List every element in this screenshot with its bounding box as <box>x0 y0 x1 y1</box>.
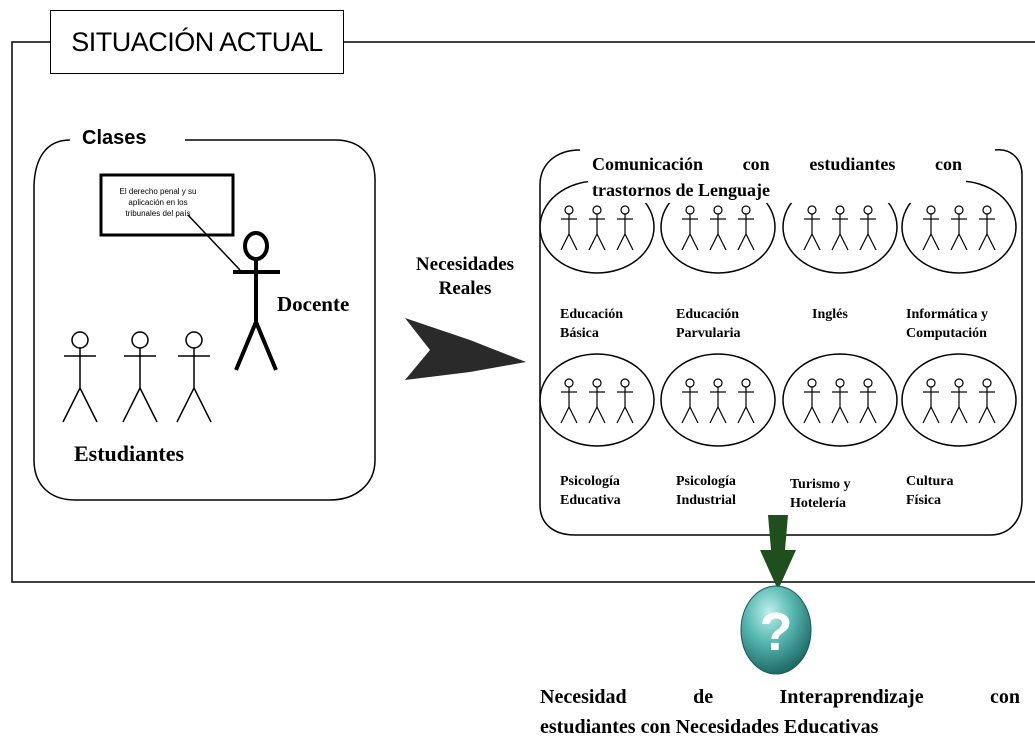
student-figure <box>978 378 996 424</box>
necesidades-reales-label: Necesidades Reales <box>400 253 530 301</box>
group-label-line: Informática y <box>906 307 989 322</box>
teacher-figure <box>233 231 280 371</box>
student-figure <box>560 378 578 424</box>
clases-label: Clases <box>78 127 151 150</box>
student-figure <box>803 378 821 424</box>
group-circle <box>660 353 776 447</box>
board <box>99 173 235 237</box>
estudiantes-label: Estudiantes <box>74 441 185 466</box>
communication-box <box>539 149 1023 536</box>
board-line: El derecho penal y su <box>119 187 197 196</box>
result-line: estudiantes con Necesidades Educativas <box>540 716 879 738</box>
group-label-line: Hotelería <box>790 496 846 511</box>
group-label-line: Parvularia <box>676 326 741 341</box>
student-figure <box>922 205 940 251</box>
result-text: Necesidad de Interaprendizaje con estudi… <box>540 682 1020 742</box>
group-label: Psicología Industrial <box>676 472 736 510</box>
group-label-line: Física <box>906 493 941 508</box>
group-label-line: Psicología <box>676 474 736 489</box>
student-figure <box>831 205 849 251</box>
group-label-line: Psicología <box>560 474 620 489</box>
group-label-line: Educativa <box>560 493 621 508</box>
student-figure <box>737 205 755 251</box>
communication-title-line: trastornos de Lenguaje <box>592 180 770 200</box>
student-figure <box>681 378 699 424</box>
arrow-label-line: Reales <box>438 278 492 299</box>
student-figure <box>950 205 968 251</box>
board-line: aplicación en los <box>128 198 188 207</box>
group-label-line: Industrial <box>676 493 736 508</box>
group-label: Cultura Física <box>906 472 953 510</box>
student-figure <box>709 378 727 424</box>
group-label-line: Computación <box>906 326 987 341</box>
group-label: Educación Parvularia <box>676 305 741 343</box>
svg-text:?: ? <box>760 602 793 662</box>
group-label-line: Cultura <box>906 474 954 489</box>
page-title: SITUACIÓN ACTUAL <box>50 10 344 74</box>
group-circle <box>539 353 655 447</box>
student-figure <box>588 378 606 424</box>
communication-title: Comunicación con estudiantes con trastor… <box>588 151 966 203</box>
group-label: Educación Básica <box>560 305 623 343</box>
arrow-label-line: Necesidades <box>415 254 515 275</box>
student-figure <box>616 378 634 424</box>
student-figure <box>588 205 606 251</box>
result-line: Necesidad de Interaprendizaje con <box>540 686 1020 708</box>
student-figure <box>616 205 634 251</box>
group-label-line: Educación <box>560 307 624 322</box>
student-figure <box>560 205 578 251</box>
student-figure <box>737 378 755 424</box>
group-circle <box>660 180 776 274</box>
group-label: Turismo y Hotelería <box>790 475 851 513</box>
group-label-line: Turismo y <box>790 477 851 492</box>
group-label-line: Básica <box>560 326 599 341</box>
board-line: tribunales del país <box>125 209 191 218</box>
students-figures <box>62 331 212 423</box>
student-figure <box>978 205 996 251</box>
student-figure <box>922 378 940 424</box>
clases-box <box>33 139 376 501</box>
question-mark-icon: ? <box>740 585 812 675</box>
group-label: Psicología Educativa <box>560 472 621 510</box>
board-text: El derecho penal y su aplicación en los … <box>108 186 208 219</box>
group-label-line: Educación <box>676 307 740 322</box>
student-figure <box>709 205 727 251</box>
group-circle <box>782 353 898 447</box>
communication-title-line: Comunicación con estudiantes con <box>592 154 962 174</box>
group-label: Informática y Computación <box>906 305 988 343</box>
student-figure <box>803 205 821 251</box>
group-label-line: Inglés <box>812 307 848 322</box>
down-arrow <box>760 515 796 590</box>
necesidades-arrow <box>405 318 526 380</box>
student-figure <box>950 378 968 424</box>
student-figure <box>831 378 849 424</box>
group-label: Inglés <box>812 305 848 324</box>
student-figure <box>859 378 877 424</box>
docente-label: Docente <box>277 292 350 316</box>
student-figure <box>859 205 877 251</box>
group-circle <box>901 353 1017 447</box>
student-figure <box>681 205 699 251</box>
